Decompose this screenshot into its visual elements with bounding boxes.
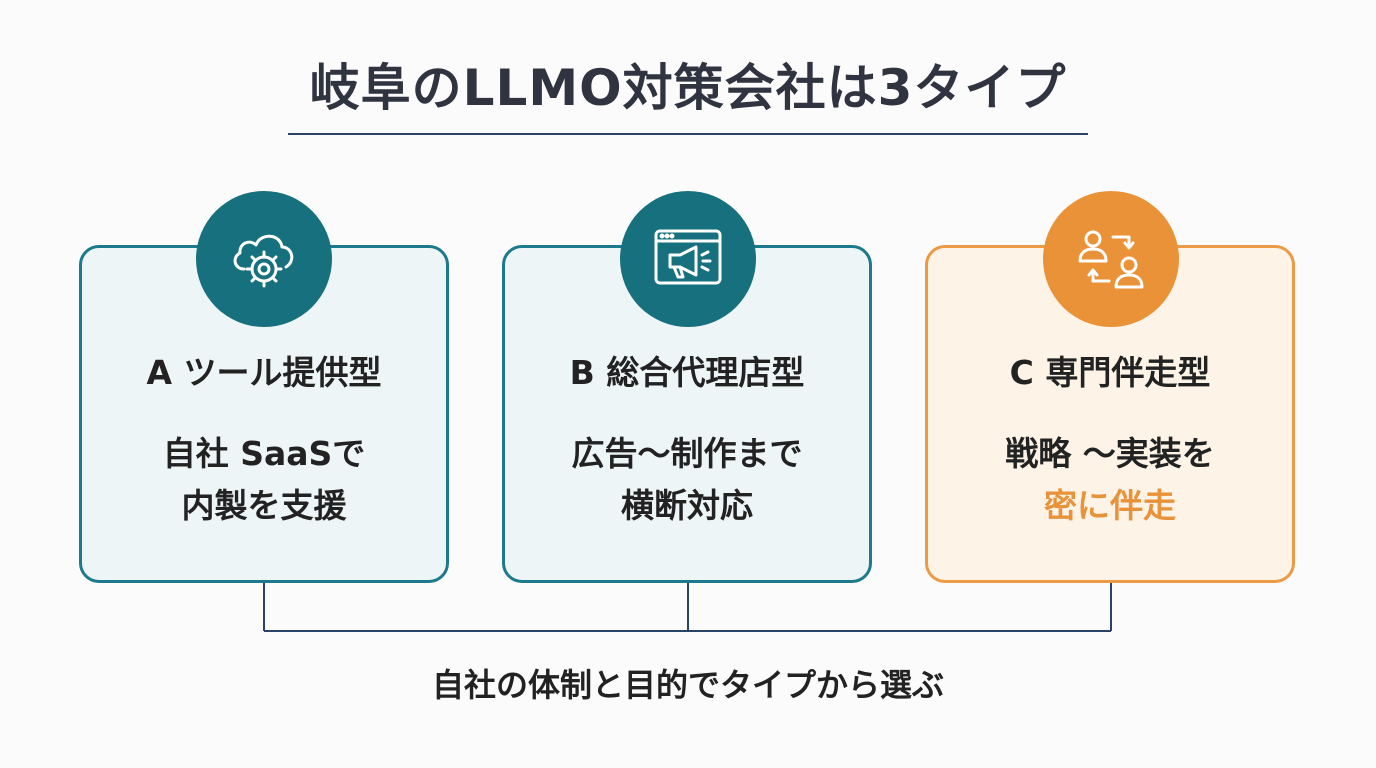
badge-b (620, 191, 756, 327)
badge-c (1043, 191, 1179, 327)
browser-megaphone-icon (654, 229, 722, 285)
people-exchange-icon (1078, 230, 1144, 289)
card-title: B 総合代理店型 (569, 353, 805, 392)
card-description: 広告〜制作まで 横断対応 (571, 434, 803, 525)
page-title: 岐阜のLLMO対策会社は3タイプ (309, 59, 1067, 117)
card-description: 戦略 〜実装を 密に伴走 (1005, 434, 1215, 525)
footer-caption: 自社の体制と目的でタイプから選ぶ (431, 666, 944, 704)
cloud-gear-icon (233, 234, 294, 288)
card-description: 自社 SaaSで 内製を支援 (162, 434, 366, 525)
card-title: C 専門伴走型 (1009, 353, 1211, 392)
card-title: A ツール提供型 (146, 353, 382, 392)
card-dedicated-support: C 専門伴走型 戦略 〜実装を 密に伴走 (925, 245, 1295, 583)
badge-a (196, 191, 332, 327)
title-underline (288, 133, 1088, 135)
